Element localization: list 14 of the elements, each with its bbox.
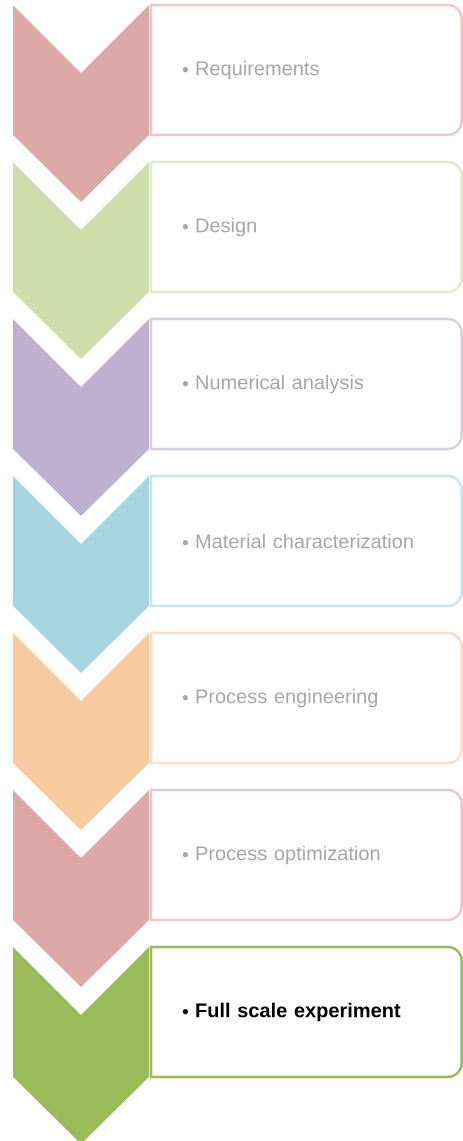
chevron-shape: [13, 476, 149, 673]
step-box: Requirements: [149, 3, 463, 137]
step-box: Numerical analysis: [149, 317, 463, 451]
step-box: Design: [149, 160, 463, 294]
step-box: Material characterization: [149, 474, 463, 608]
step-box: Full scale experiment: [149, 945, 463, 1079]
chevron-shape: [13, 162, 149, 359]
chevron-shape: [13, 947, 149, 1141]
step-box: Process engineering: [149, 631, 463, 765]
step-box: Process optimization: [149, 788, 463, 922]
chevron-shape: [13, 633, 149, 830]
chevron-shape: [13, 5, 149, 202]
chevron-shape: [13, 790, 149, 987]
chevron-shape: [13, 319, 149, 516]
